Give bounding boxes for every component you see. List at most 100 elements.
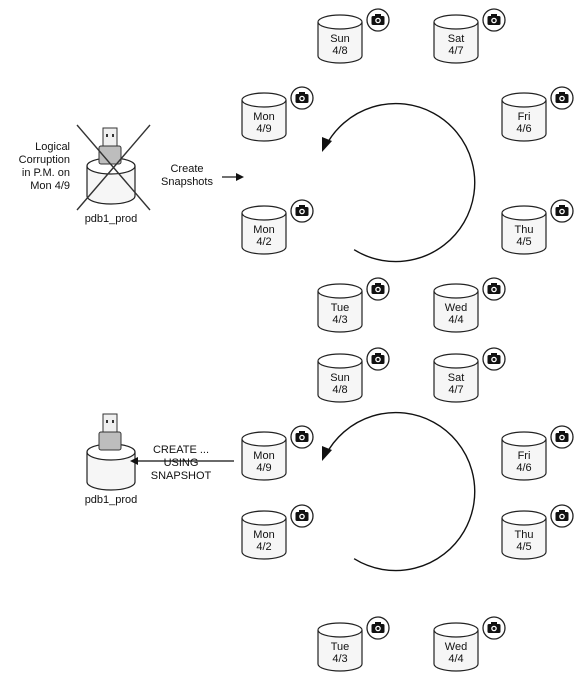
- snapshot-day-label: Thu: [515, 529, 534, 541]
- svg-text:CREATE ...: CREATE ...: [153, 444, 209, 456]
- restored-target-database: [86, 413, 136, 491]
- camera-icon: [366, 277, 390, 301]
- corruption-x-icon: [76, 124, 151, 211]
- snapshot-cycle-arc: [324, 411, 476, 572]
- snapshot-date-label: 4/9: [256, 123, 271, 135]
- snapshot-date-label: 4/8: [332, 384, 347, 396]
- database-cylinder-icon: [86, 452, 136, 491]
- camera-icon: [550, 199, 574, 223]
- database-cylinder-icon: [317, 22, 363, 64]
- camera-icon: [550, 425, 574, 449]
- database-cylinder-icon: [501, 100, 547, 142]
- database-cylinder-icon: [433, 22, 479, 64]
- database-cylinder-icon: [501, 439, 547, 481]
- snapshot-date-label: 4/7: [448, 384, 463, 396]
- target-db-label: pdb1_prod: [85, 494, 138, 506]
- bottom-section: pdb1_prod CREATE ... USING SNAPSHOT Sun4…: [85, 347, 574, 672]
- database-cylinder-icon: [241, 100, 287, 142]
- bottom-snapshot-ring: Sun4/8Sat4/7Mon4/9Fri4/6Mon4/2Thu4/5Tue4…: [241, 347, 574, 672]
- snapshot-day-label: Wed: [445, 641, 467, 653]
- svg-text:Mon 4/9: Mon 4/9: [30, 180, 70, 192]
- database-cylinder-icon: [317, 291, 363, 333]
- database-cylinder-icon: [317, 630, 363, 672]
- camera-icon: [290, 425, 314, 449]
- camera-icon: [482, 347, 506, 371]
- snapshot-date-label: 4/2: [256, 541, 271, 553]
- database-cylinder-icon: [433, 630, 479, 672]
- svg-text:in P.M. on: in P.M. on: [22, 167, 70, 179]
- snapshot-date-label: 4/4: [448, 653, 463, 665]
- snapshot-day-label: Tue: [331, 641, 350, 653]
- snapshot-date-label: 4/8: [332, 45, 347, 57]
- corruption-note: Logical Corruption in P.M. on Mon 4/9: [19, 141, 70, 192]
- snapshot-day-label: Sat: [448, 33, 465, 45]
- source-db-label: pdb1_prod: [85, 213, 138, 225]
- camera-icon: [290, 199, 314, 223]
- snapshot-date-label: 4/6: [516, 123, 531, 135]
- snapshot-day-label: Sun: [330, 33, 350, 45]
- database-cylinder-icon: [433, 361, 479, 403]
- top-section: pdb1_prod Logical Corruption in P.M. on …: [19, 8, 574, 333]
- snapshot-day-label: Mon: [253, 224, 274, 236]
- usb-drive-icon: [98, 127, 122, 165]
- cycle-arrowhead: [322, 137, 332, 152]
- database-cylinder-icon: [433, 291, 479, 333]
- create-snapshots-arrow: [222, 173, 244, 181]
- snapshot-day-label: Fri: [518, 450, 531, 462]
- svg-text:Corruption: Corruption: [19, 154, 70, 166]
- cycle-arrowhead: [322, 446, 332, 461]
- camera-icon: [366, 8, 390, 32]
- camera-icon: [550, 504, 574, 528]
- svg-text:Logical: Logical: [35, 141, 70, 153]
- camera-icon: [482, 616, 506, 640]
- create-using-snapshot-arrow: [130, 457, 234, 465]
- snapshot-day-label: Mon: [253, 450, 274, 462]
- snapshot-cycle-arc: [324, 102, 476, 263]
- snapshot-day-label: Thu: [515, 224, 534, 236]
- snapshot-day-label: Wed: [445, 302, 467, 314]
- snapshot-date-label: 4/4: [448, 314, 463, 326]
- snapshot-date-label: 4/3: [332, 653, 347, 665]
- camera-icon: [366, 616, 390, 640]
- camera-icon: [482, 277, 506, 301]
- database-cylinder-icon: [86, 166, 136, 205]
- snapshot-date-label: 4/6: [516, 462, 531, 474]
- camera-icon: [550, 86, 574, 110]
- database-cylinder-icon: [501, 518, 547, 560]
- create-snapshots-label: Create Snapshots: [161, 163, 213, 188]
- svg-text:Snapshots: Snapshots: [161, 176, 213, 188]
- camera-icon: [290, 504, 314, 528]
- database-cylinder-icon: [317, 361, 363, 403]
- snapshot-day-label: Mon: [253, 529, 274, 541]
- snapshot-date-label: 4/5: [516, 541, 531, 553]
- top-snapshot-ring: Sun4/8Sat4/7Mon4/9Fri4/6Mon4/2Thu4/5Tue4…: [241, 8, 574, 333]
- snapshot-date-label: 4/3: [332, 314, 347, 326]
- camera-icon: [290, 86, 314, 110]
- svg-text:Create: Create: [170, 163, 203, 175]
- corrupted-source-database: [76, 124, 151, 211]
- snapshot-date-label: 4/2: [256, 236, 271, 248]
- snapshot-day-label: Fri: [518, 111, 531, 123]
- camera-icon: [482, 8, 506, 32]
- database-cylinder-icon: [241, 439, 287, 481]
- usb-drive-icon: [98, 413, 122, 451]
- svg-text:SNAPSHOT: SNAPSHOT: [151, 470, 212, 482]
- camera-icon: [366, 347, 390, 371]
- database-cylinder-icon: [501, 213, 547, 255]
